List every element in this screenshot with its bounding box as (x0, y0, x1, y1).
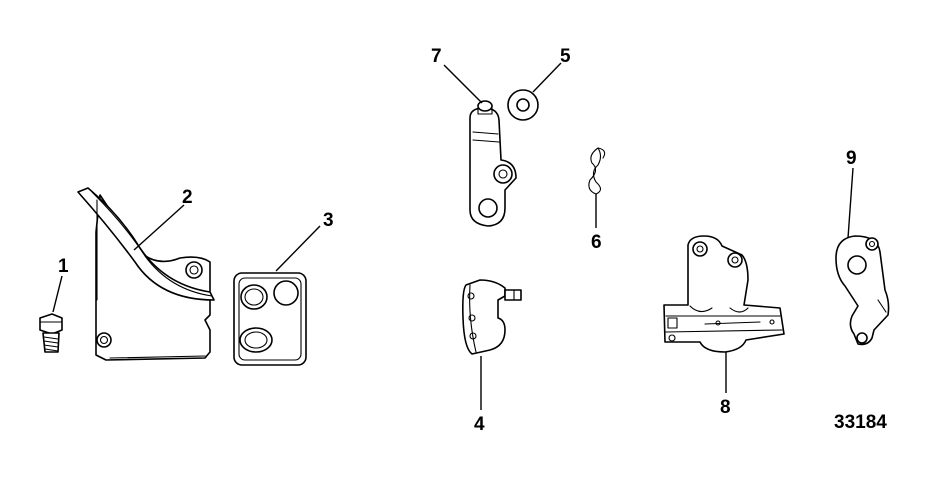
part-6-hairpin-clip (588, 147, 606, 195)
part-9-link-arm (835, 235, 890, 346)
leader-9 (847, 167, 854, 239)
leader-2 (133, 204, 185, 251)
callout-9: 9 (846, 148, 857, 169)
leader-1 (52, 275, 63, 313)
part-4-switch (462, 279, 522, 355)
part-5-washer (507, 89, 539, 121)
callout-7: 7 (431, 46, 442, 67)
callout-5: 5 (560, 46, 571, 67)
callout-4: 4 (474, 414, 485, 435)
callout-1: 1 (58, 256, 69, 277)
figure-number: 33184 (834, 412, 887, 433)
callout-6: 6 (591, 232, 602, 253)
leader-3 (275, 225, 321, 272)
callout-2: 2 (182, 187, 193, 208)
callout-8: 8 (720, 397, 731, 418)
callout-3: 3 (323, 210, 334, 231)
part-1-bolt (39, 313, 63, 353)
part-2-curved-guide (77, 187, 215, 361)
part-3-gasket (233, 272, 307, 366)
part-7-lever-arm (469, 100, 517, 227)
leader-5 (532, 62, 562, 93)
part-8-mounting-bracket (663, 235, 785, 353)
leader-7 (443, 64, 483, 104)
